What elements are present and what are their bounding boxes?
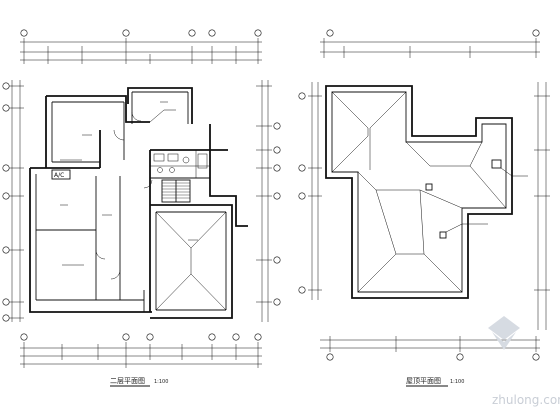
- ac-unit: A/C: [51, 169, 71, 180]
- roof-inner-outline: [331, 91, 507, 293]
- top-dimension-lines: [20, 38, 262, 64]
- roof-plan-title: 屋顶平面图: [406, 377, 441, 385]
- right-axis-bubbles: [273, 122, 281, 306]
- right-dimension-lines: [256, 80, 272, 322]
- watermark-brand-text: zhulong.com: [492, 393, 560, 407]
- roof-plan: 屋顶平面图 1:100: [298, 29, 550, 387]
- zhulong-logo-icon: [488, 316, 520, 350]
- zhulong-watermark: zhulong.com: [488, 316, 560, 407]
- roof-plan-scale: 1:100: [450, 379, 464, 385]
- roof-vents: [425, 159, 502, 239]
- bottom-dimension-lines: [20, 342, 262, 368]
- floor-plan-scale: 1:100: [154, 379, 168, 385]
- roof-bottom-axis-bubbles: [326, 353, 540, 361]
- left-dimension-lines: [8, 80, 24, 322]
- lower-room-hip-lines: [155, 211, 227, 311]
- roof-left-dimension-lines: [308, 82, 322, 300]
- top-axis-bubbles: [20, 29, 262, 37]
- roof-hips: [331, 91, 507, 293]
- roof-outline: [325, 85, 513, 299]
- roof-plan-title-block: 屋顶平面图 1:100: [406, 377, 464, 387]
- roof-leader-lines: [445, 167, 528, 233]
- roof-right-dimension-lines: [534, 82, 550, 330]
- floor-plan: A/C 二层平面图 1:100: [2, 29, 281, 387]
- floor-plan-title-block: 二层平面图 1:100: [110, 377, 168, 387]
- bathroom-fixtures: [150, 150, 210, 178]
- leader-lines: [60, 109, 176, 266]
- staircase: [161, 179, 191, 203]
- room-markers: [60, 101, 198, 241]
- roof-top-dimension-lines: [320, 38, 540, 58]
- floor-plan-title: 二层平面图: [110, 377, 145, 385]
- floor-plan-interior: [35, 91, 227, 312]
- floor-plan-walls: [29, 87, 248, 319]
- left-axis-bubbles: [2, 82, 10, 322]
- roof-left-axis-bubbles: [298, 92, 306, 294]
- door-swings: [95, 111, 153, 280]
- ac-label: A/C: [54, 172, 64, 179]
- bottom-axis-bubbles: [20, 333, 262, 341]
- roof-top-axis-bubbles: [326, 29, 540, 37]
